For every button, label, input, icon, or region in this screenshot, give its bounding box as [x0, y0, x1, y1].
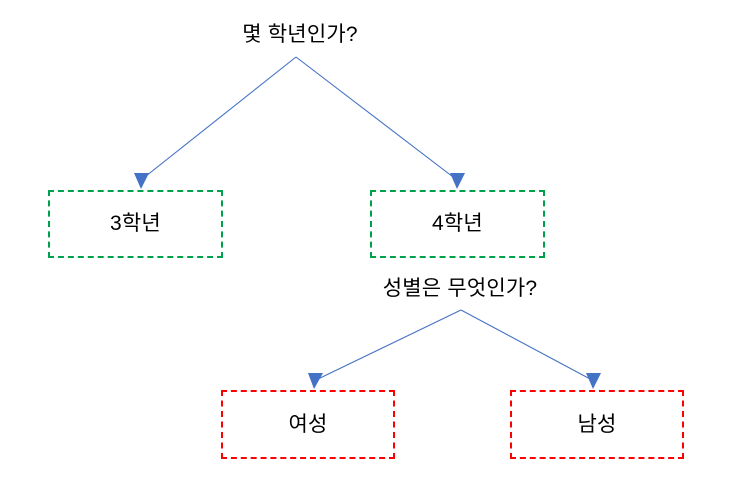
edge-grade-to-grade4 — [295, 56, 465, 189]
node-grade-4[interactable]: 4학년 — [370, 190, 545, 258]
question-gender-label: 성별은 무엇인가? — [382, 277, 538, 300]
node-grade-4-label: 4학년 — [432, 212, 483, 235]
node-gender-female[interactable]: 여성 — [221, 390, 395, 459]
node-grade-3[interactable]: 3학년 — [48, 190, 223, 258]
node-gender-male[interactable]: 남성 — [510, 390, 684, 459]
node-gender-male-label: 남성 — [577, 412, 617, 436]
edge-grade-to-grade3 — [134, 56, 297, 189]
node-gender-female-label: 여성 — [288, 412, 328, 436]
question-grade-label: 몇 학년인가? — [242, 23, 358, 46]
node-grade-3-label: 3학년 — [110, 212, 161, 235]
edge-gender-to-male — [460, 309, 601, 389]
edge-gender-to-female — [308, 309, 462, 389]
